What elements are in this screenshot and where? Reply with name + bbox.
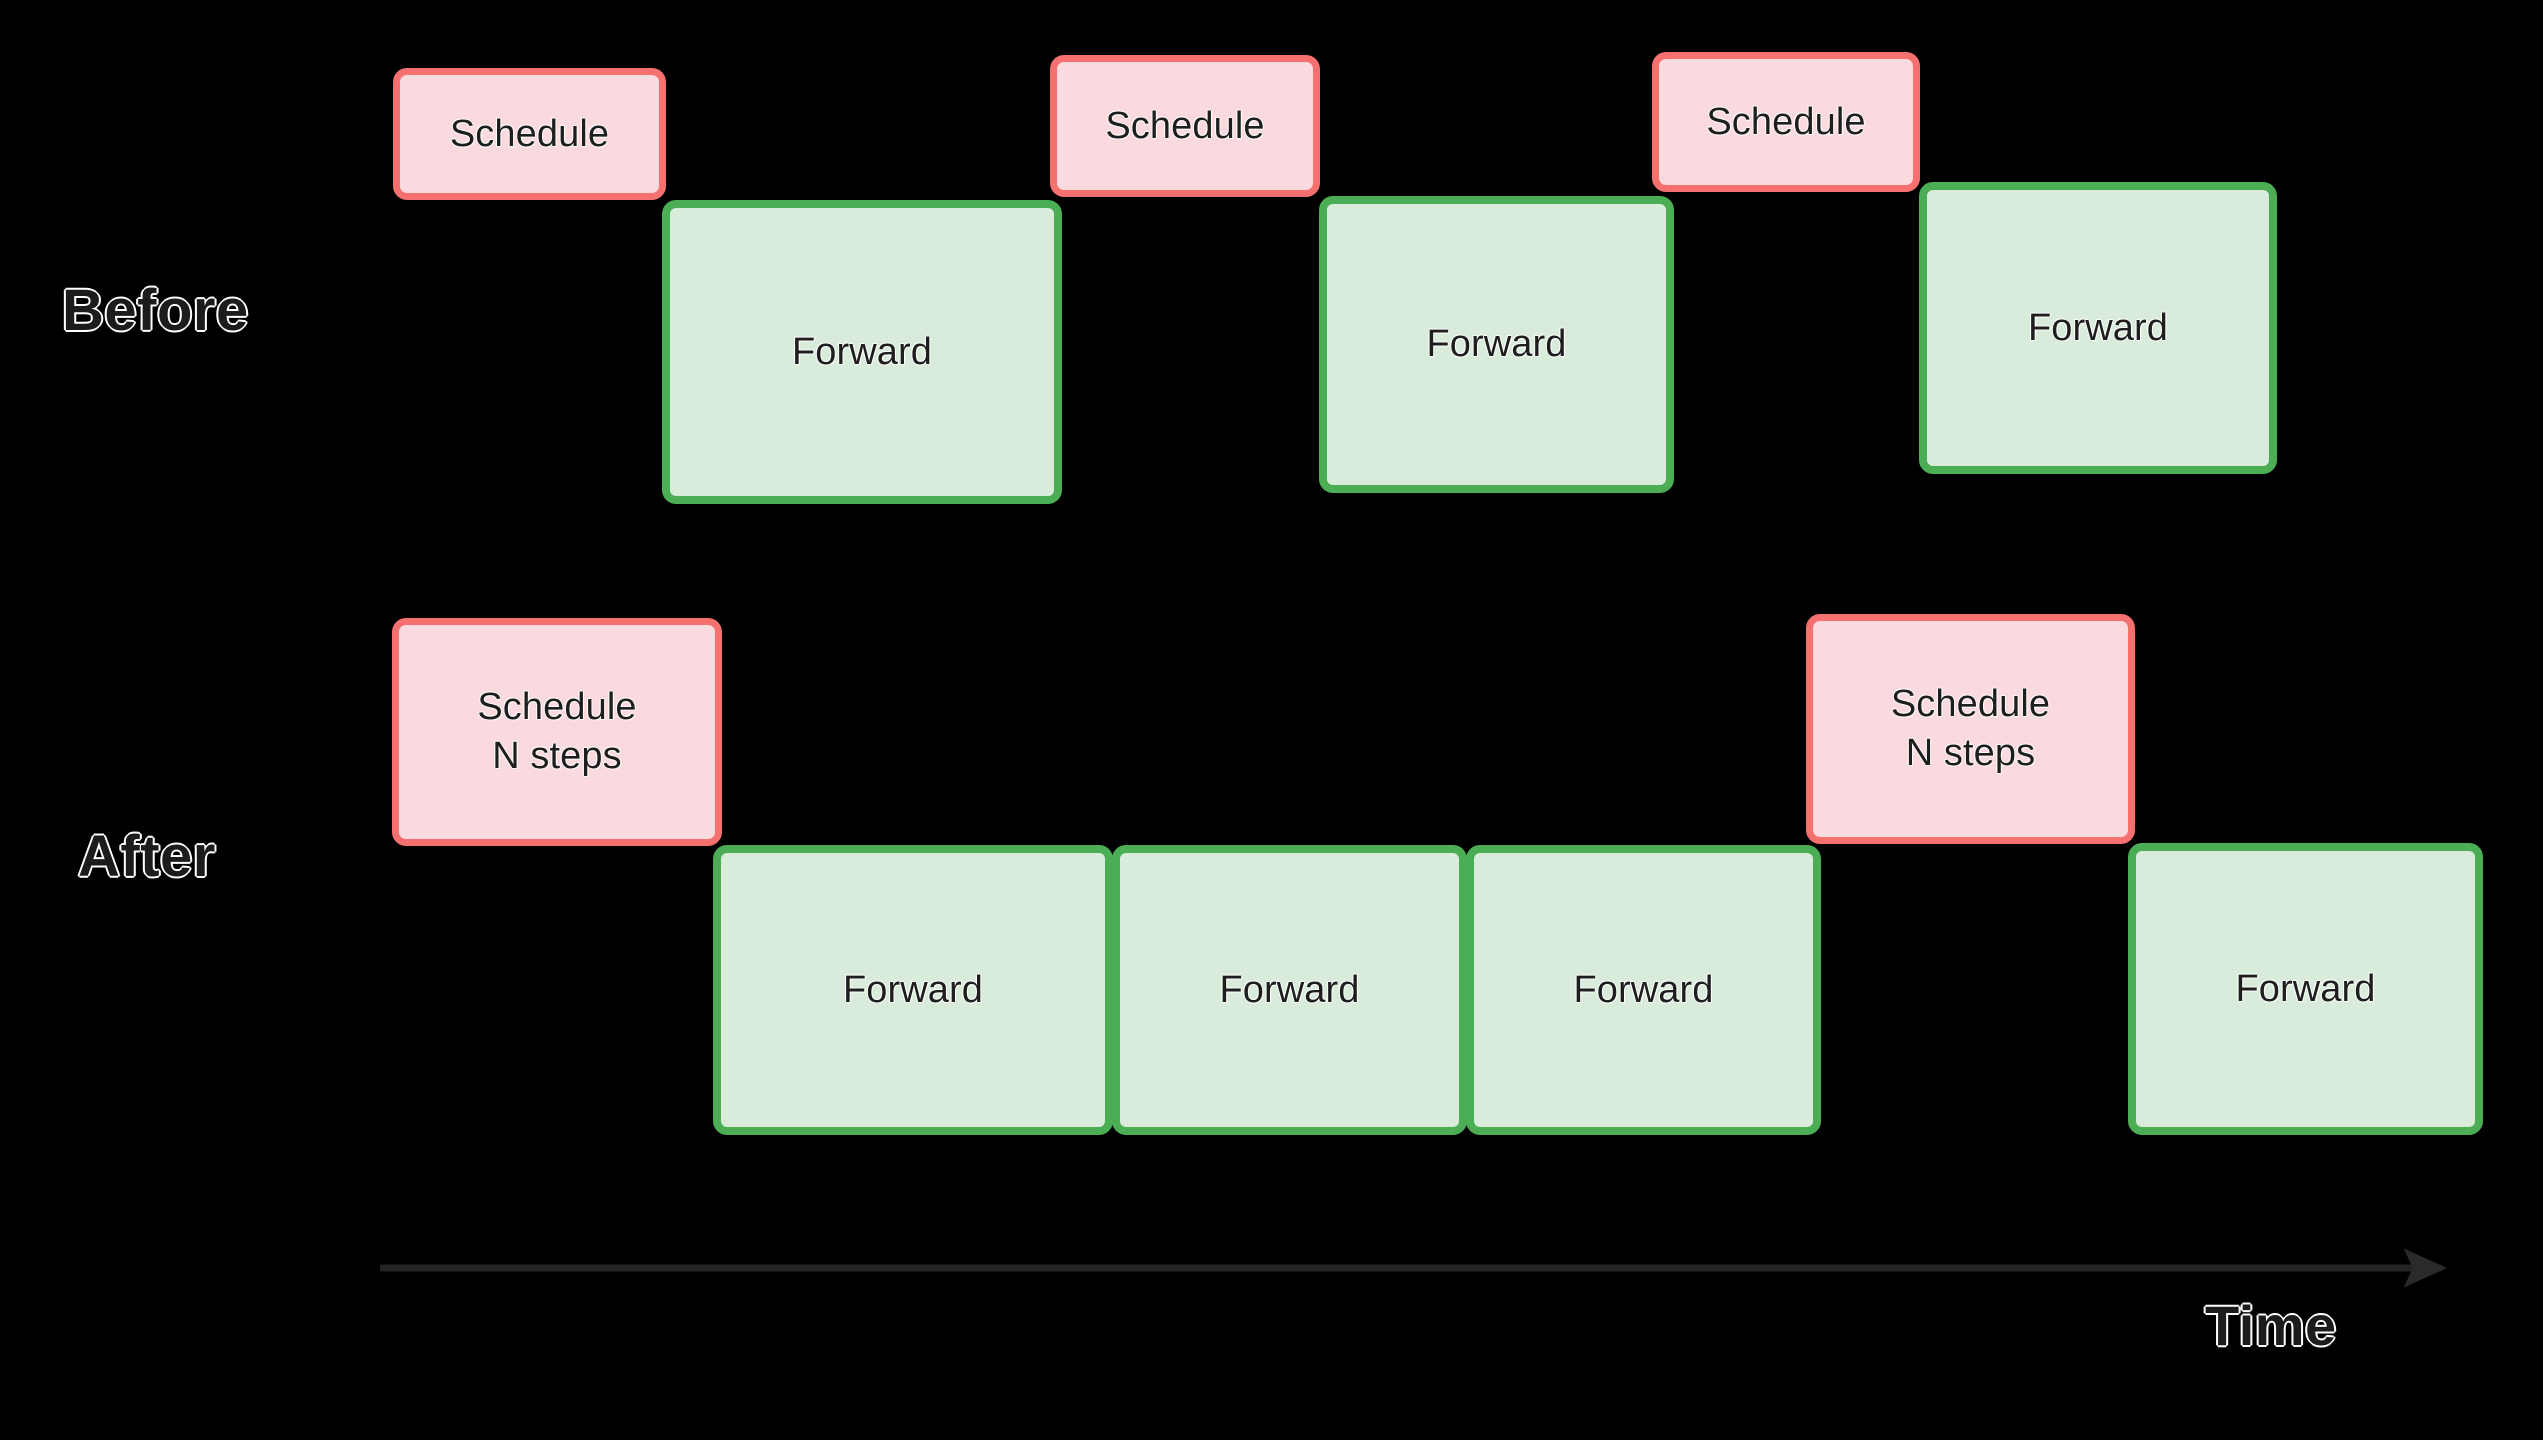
after-schedule-box: Schedule N steps xyxy=(392,618,722,846)
forward-box-label: Forward xyxy=(1219,968,1360,1011)
after-forward-box: Forward xyxy=(2128,843,2483,1135)
after-schedule-box: Schedule N steps xyxy=(1806,614,2135,844)
before-schedule-box: Schedule xyxy=(1652,52,1920,192)
before-forward-box: Forward xyxy=(662,200,1062,504)
forward-box-label: Forward xyxy=(2235,967,2376,1010)
forward-box-label: Forward xyxy=(842,968,984,1011)
after-forward-box: Forward xyxy=(1466,845,1821,1135)
before-forward-box: Forward xyxy=(1919,182,2277,474)
before-schedule-box: Schedule xyxy=(393,68,666,200)
forward-box-label: Forward xyxy=(2027,306,2169,349)
row-label-before: Before xyxy=(61,277,249,344)
before-schedule-box: Schedule xyxy=(1050,55,1320,197)
schedule-box-label: Schedule xyxy=(1105,104,1265,147)
time-axis-label: Time xyxy=(2204,1293,2337,1358)
forward-box-label: Forward xyxy=(1426,323,1567,366)
forward-box-label: Forward xyxy=(1573,968,1714,1011)
before-forward-box: Forward xyxy=(1319,196,1674,493)
time-axis-arrow xyxy=(380,1248,2460,1288)
row-label-after: After xyxy=(77,823,216,890)
schedule-box-label: Schedule N steps xyxy=(477,686,637,777)
after-forward-box: Forward xyxy=(1112,845,1467,1135)
schedule-box-label: Schedule xyxy=(449,112,610,155)
schedule-box-label: Schedule N steps xyxy=(1890,683,2051,774)
forward-box-label: Forward xyxy=(791,330,933,373)
after-forward-box: Forward xyxy=(713,845,1113,1135)
schedule-box-label: Schedule xyxy=(1706,100,1866,143)
